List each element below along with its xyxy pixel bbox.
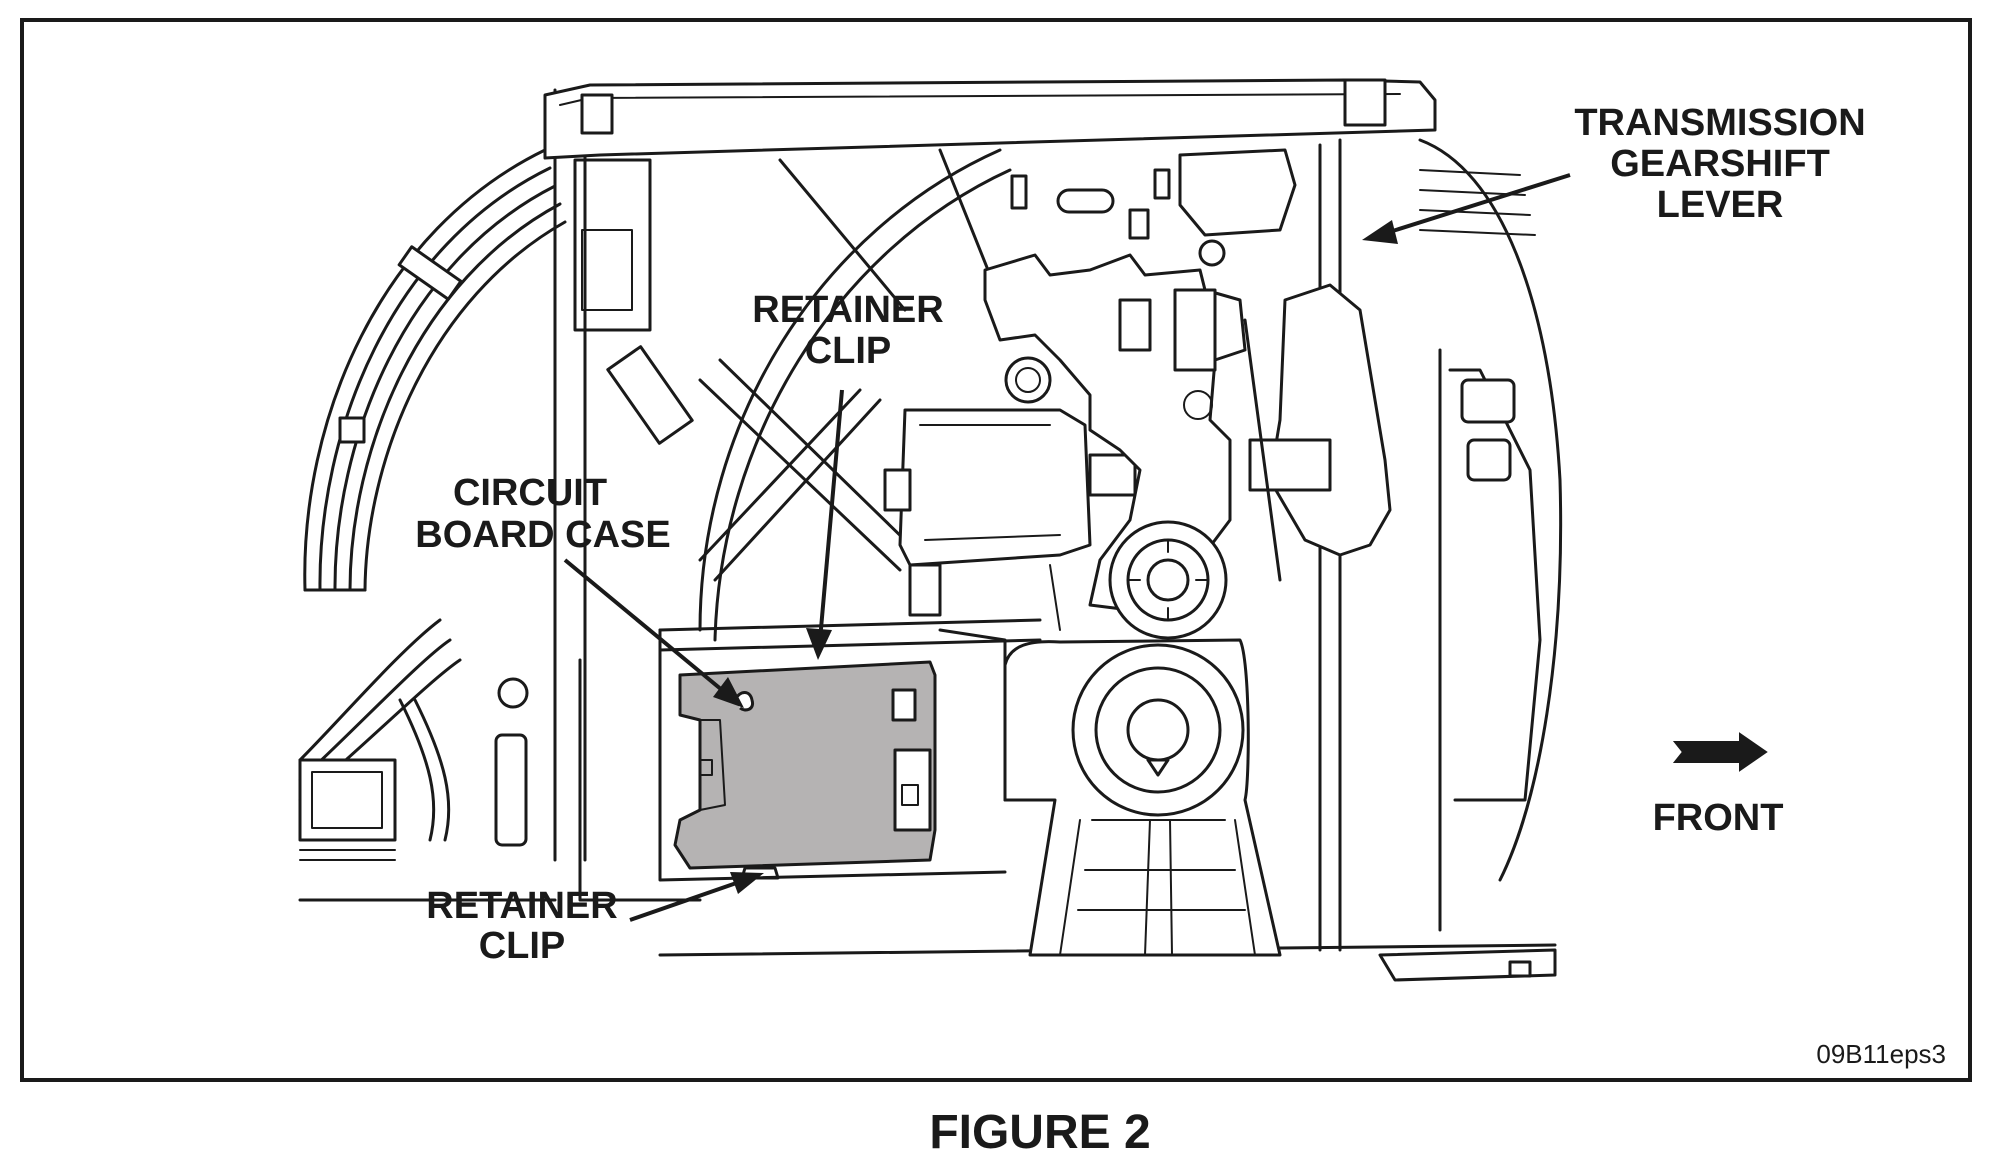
left-frame bbox=[494, 88, 694, 862]
wiring-harness bbox=[298, 148, 567, 842]
figure-frame bbox=[20, 18, 1972, 1082]
label-line: CLIP bbox=[805, 330, 892, 372]
label-line: CIRCUIT bbox=[453, 472, 607, 514]
pivot-pedestal bbox=[1003, 638, 1282, 957]
figure-caption: FIGURE 2 bbox=[929, 1106, 1150, 1159]
shifter-assembly-drawing bbox=[298, 78, 1563, 982]
shifter-mechanism bbox=[983, 148, 1297, 612]
label-transmission-gearshift-lever: TRANSMISSION GEARSHIFT LEVER bbox=[1574, 102, 1865, 226]
console-housing bbox=[1318, 138, 1563, 982]
label-line: BOARD CASE bbox=[415, 514, 670, 556]
image-code: 09B11eps3 bbox=[1816, 1039, 1946, 1069]
leader-circuit-board-case bbox=[563, 558, 730, 697]
label-line: CLIP bbox=[479, 925, 566, 967]
label-line: LEVER bbox=[1657, 184, 1784, 226]
top-cross-bar bbox=[543, 78, 1437, 160]
leader-lines bbox=[563, 173, 1571, 922]
leader-retainer-clip-top bbox=[818, 389, 844, 641]
lever-pivot-gear bbox=[1108, 520, 1228, 640]
label-line: TRANSMISSION bbox=[1574, 102, 1865, 144]
label-circuit-board-case: CIRCUIT BOARD CASE bbox=[415, 472, 670, 556]
gearshift-lever bbox=[1243, 283, 1392, 582]
label-line: GEARSHIFT bbox=[1610, 143, 1830, 185]
case-bracket bbox=[658, 628, 1007, 882]
leader-gearshift-lever bbox=[1379, 173, 1571, 237]
circuit-board-case bbox=[673, 660, 937, 880]
shift-lock-solenoid bbox=[883, 356, 1137, 631]
central-ribs bbox=[578, 148, 1042, 902]
front-arrow-icon bbox=[1672, 732, 1768, 772]
label-retainer-clip-bottom: RETAINER CLIP bbox=[426, 885, 617, 967]
label-front: FRONT bbox=[1653, 797, 1784, 839]
label-line: RETAINER bbox=[426, 885, 617, 927]
label-line: RETAINER bbox=[752, 289, 943, 331]
wire-connector bbox=[298, 758, 397, 861]
label-retainer-clip-top: RETAINER CLIP bbox=[752, 289, 943, 372]
leader-retainer-clip-bottom bbox=[629, 878, 746, 922]
